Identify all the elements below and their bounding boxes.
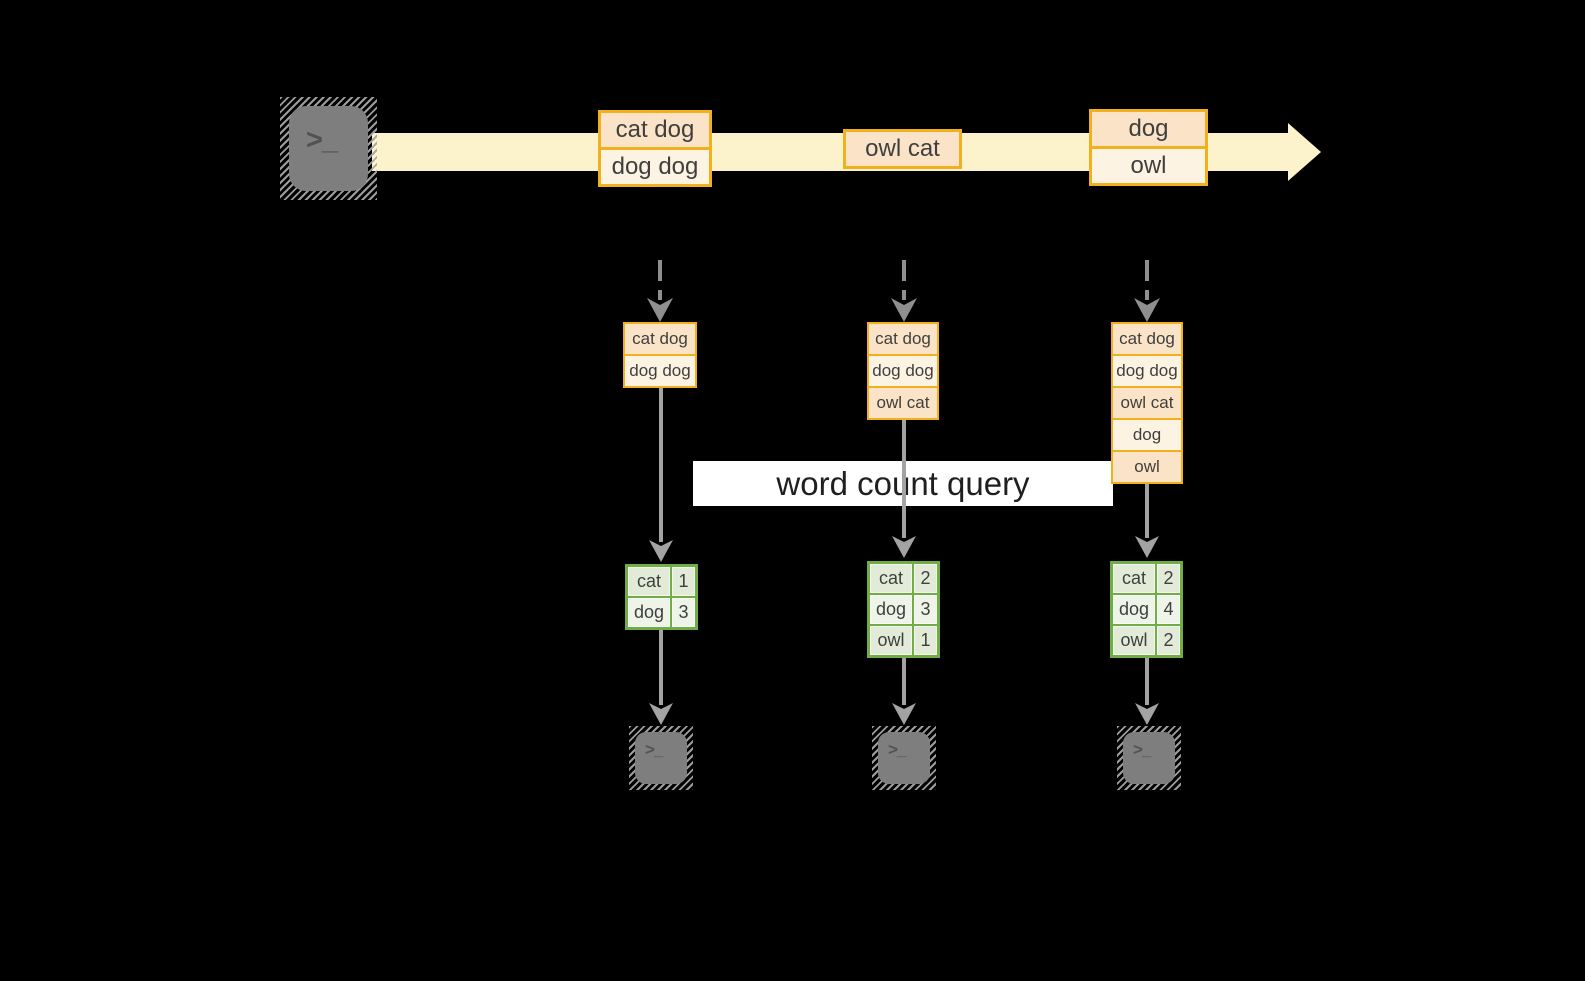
buffer-cell: cat dog [869, 324, 937, 354]
arrow-counts-to-terminal-col1 [649, 630, 673, 725]
count-cell: 3 [914, 595, 937, 624]
word-cell: dog [1113, 595, 1155, 624]
word-count-table-col2: cat 2 dog 3 owl 1 [867, 561, 940, 658]
arrow-buffer-to-counts-col2 [892, 420, 916, 558]
event-buffer-col2: cat dog dog dog owl cat [867, 322, 939, 420]
arrow-counts-to-terminal-col2 [892, 658, 916, 725]
terminal-screen: >_ [635, 732, 687, 784]
terminal-consumer-icon-2: >_ [872, 726, 936, 790]
terminal-screen: >_ [289, 106, 368, 191]
terminal-prompt: >_ [645, 740, 663, 759]
word-cell: cat [870, 564, 912, 593]
stream-event-box-2: owl cat [843, 129, 962, 169]
arrow-buffer-to-counts-col3 [1135, 484, 1159, 558]
stream-event-cell: owl [1092, 149, 1205, 183]
terminal-consumer-icon-1: >_ [629, 726, 693, 790]
terminal-prompt: >_ [888, 740, 906, 759]
word-cell: owl [1113, 626, 1155, 655]
word-cell: cat [1113, 564, 1155, 593]
terminal-prompt: >_ [1133, 740, 1151, 759]
arrow-counts-to-terminal-col3 [1135, 658, 1159, 725]
buffer-cell: owl [1113, 452, 1181, 482]
word-cell: cat [628, 567, 670, 596]
stream-event-box-3: dog owl [1089, 109, 1208, 186]
stream-arrow-head [1288, 123, 1321, 181]
stream-event-cell: cat dog [601, 113, 709, 147]
count-cell: 3 [672, 598, 695, 627]
count-cell: 1 [672, 567, 695, 596]
buffer-cell: dog [1113, 420, 1181, 450]
event-buffer-col1: cat dog dog dog [623, 322, 697, 388]
buffer-cell: cat dog [625, 324, 695, 354]
terminal-producer-icon: >_ [280, 97, 377, 200]
buffer-cell: cat dog [1113, 324, 1181, 354]
terminal-screen: >_ [878, 732, 930, 784]
terminal-prompt: >_ [306, 124, 338, 156]
buffer-cell: dog dog [625, 356, 695, 386]
word-cell: dog [870, 595, 912, 624]
buffer-cell: dog dog [1113, 356, 1181, 386]
count-cell: 2 [1157, 626, 1180, 655]
word-count-table-col3: cat 2 dog 4 owl 2 [1110, 561, 1183, 658]
stream-event-cell: dog dog [601, 150, 709, 184]
dashed-arrow-col3 [1134, 260, 1160, 322]
count-cell: 1 [914, 626, 937, 655]
word-cell: dog [628, 598, 670, 627]
buffer-cell: owl cat [869, 388, 937, 418]
count-cell: 2 [914, 564, 937, 593]
stream-event-cell: dog [1092, 112, 1205, 146]
dashed-arrow-col2 [891, 260, 917, 322]
count-cell: 2 [1157, 564, 1180, 593]
stream-event-box-1: cat dog dog dog [598, 110, 712, 187]
event-buffer-col3: cat dog dog dog owl cat dog owl [1111, 322, 1183, 484]
count-cell: 4 [1157, 595, 1180, 624]
dashed-arrow-col1 [647, 260, 673, 322]
buffer-cell: dog dog [869, 356, 937, 386]
terminal-screen: >_ [1123, 732, 1175, 784]
arrow-buffer-to-counts-col1 [649, 388, 673, 562]
stream-event-cell: owl cat [846, 132, 959, 166]
word-count-table-col1: cat 1 dog 3 [625, 564, 698, 630]
word-cell: owl [870, 626, 912, 655]
buffer-cell: owl cat [1113, 388, 1181, 418]
terminal-consumer-icon-3: >_ [1117, 726, 1181, 790]
